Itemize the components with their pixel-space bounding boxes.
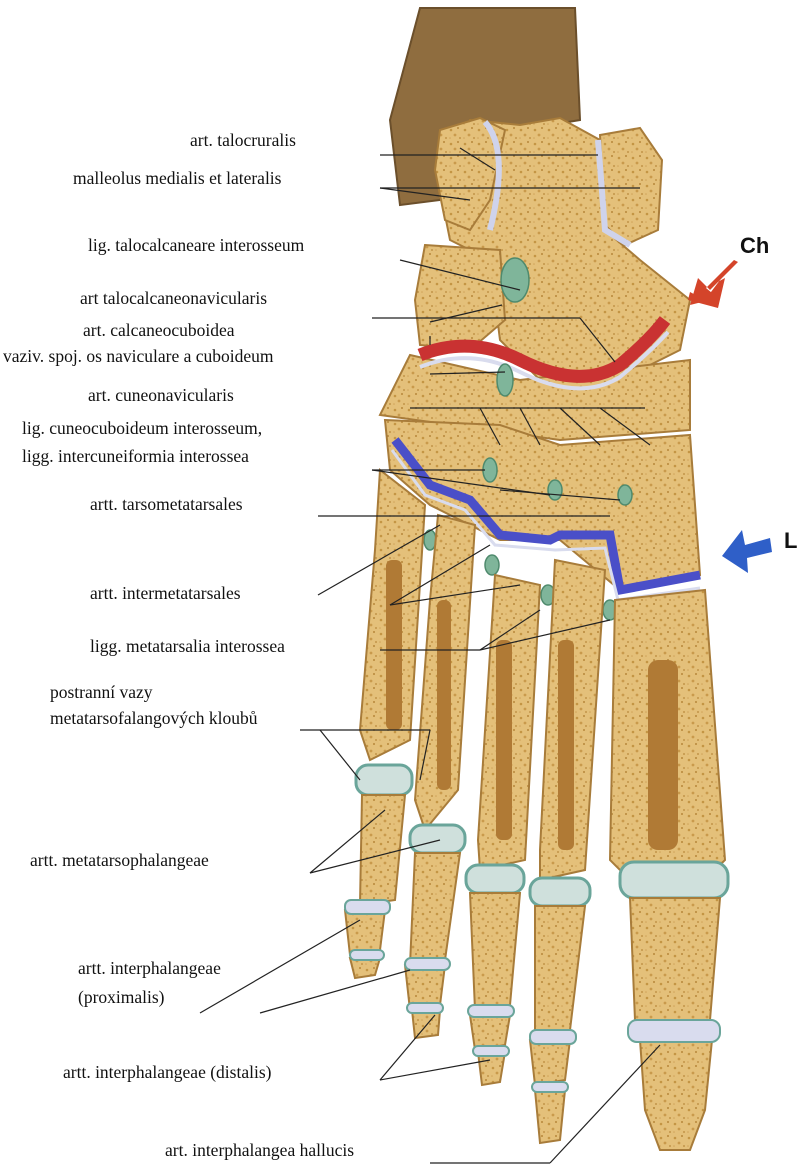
- label-cuneocuboideum: lig. cuneocuboideum interosseum,: [22, 418, 262, 438]
- malleolus-lateralis: [600, 128, 662, 245]
- label-talocruralis: art. talocruralis: [190, 130, 296, 150]
- label-vaziv: vaziv. spoj. os naviculare a cuboideum: [3, 346, 274, 366]
- label-postranni-1: postranní vazy: [50, 682, 153, 702]
- label-lisfranc-arrow: L: [784, 528, 797, 554]
- label-intercuneiformia: ligg. intercuneiformia interossea: [22, 446, 249, 466]
- label-metatarsalia: ligg. metatarsalia interossea: [90, 636, 285, 656]
- label-metatarsophalangeae: artt. metatarsophalangeae: [30, 850, 209, 870]
- label-postranni-2: metatarsofalangových kloubů: [50, 708, 258, 728]
- label-interphal-dist: artt. interphalangeae (distalis): [63, 1062, 271, 1082]
- chopart-arrow-shape: [690, 260, 738, 305]
- label-interphal-prox-1: artt. interphalangeae: [78, 958, 221, 978]
- label-malleolus: malleolus medialis et lateralis: [73, 168, 281, 188]
- label-cuneonavicularis: art. cuneonavicularis: [88, 385, 234, 405]
- label-chopart-arrow: Ch: [740, 233, 769, 259]
- label-hallucis: art. interphalangea hallucis: [165, 1140, 354, 1160]
- label-interphal-prox-2: (proximalis): [78, 987, 165, 1007]
- label-calcaneocuboidea: art. calcaneocuboidea: [83, 320, 235, 340]
- label-intermetatarsales: artt. intermetatarsales: [90, 583, 241, 603]
- lisfranc-arrow-shape: [722, 530, 772, 573]
- label-talocalcaneare: lig. talocalcaneare interosseum: [88, 235, 304, 255]
- cuneiform-cuboid-bones: [385, 420, 700, 590]
- label-talocalcaneonavicularis: art talocalcaneonavicularis: [80, 288, 267, 308]
- label-tarsometatarsales: artt. tarsometatarsales: [90, 494, 243, 514]
